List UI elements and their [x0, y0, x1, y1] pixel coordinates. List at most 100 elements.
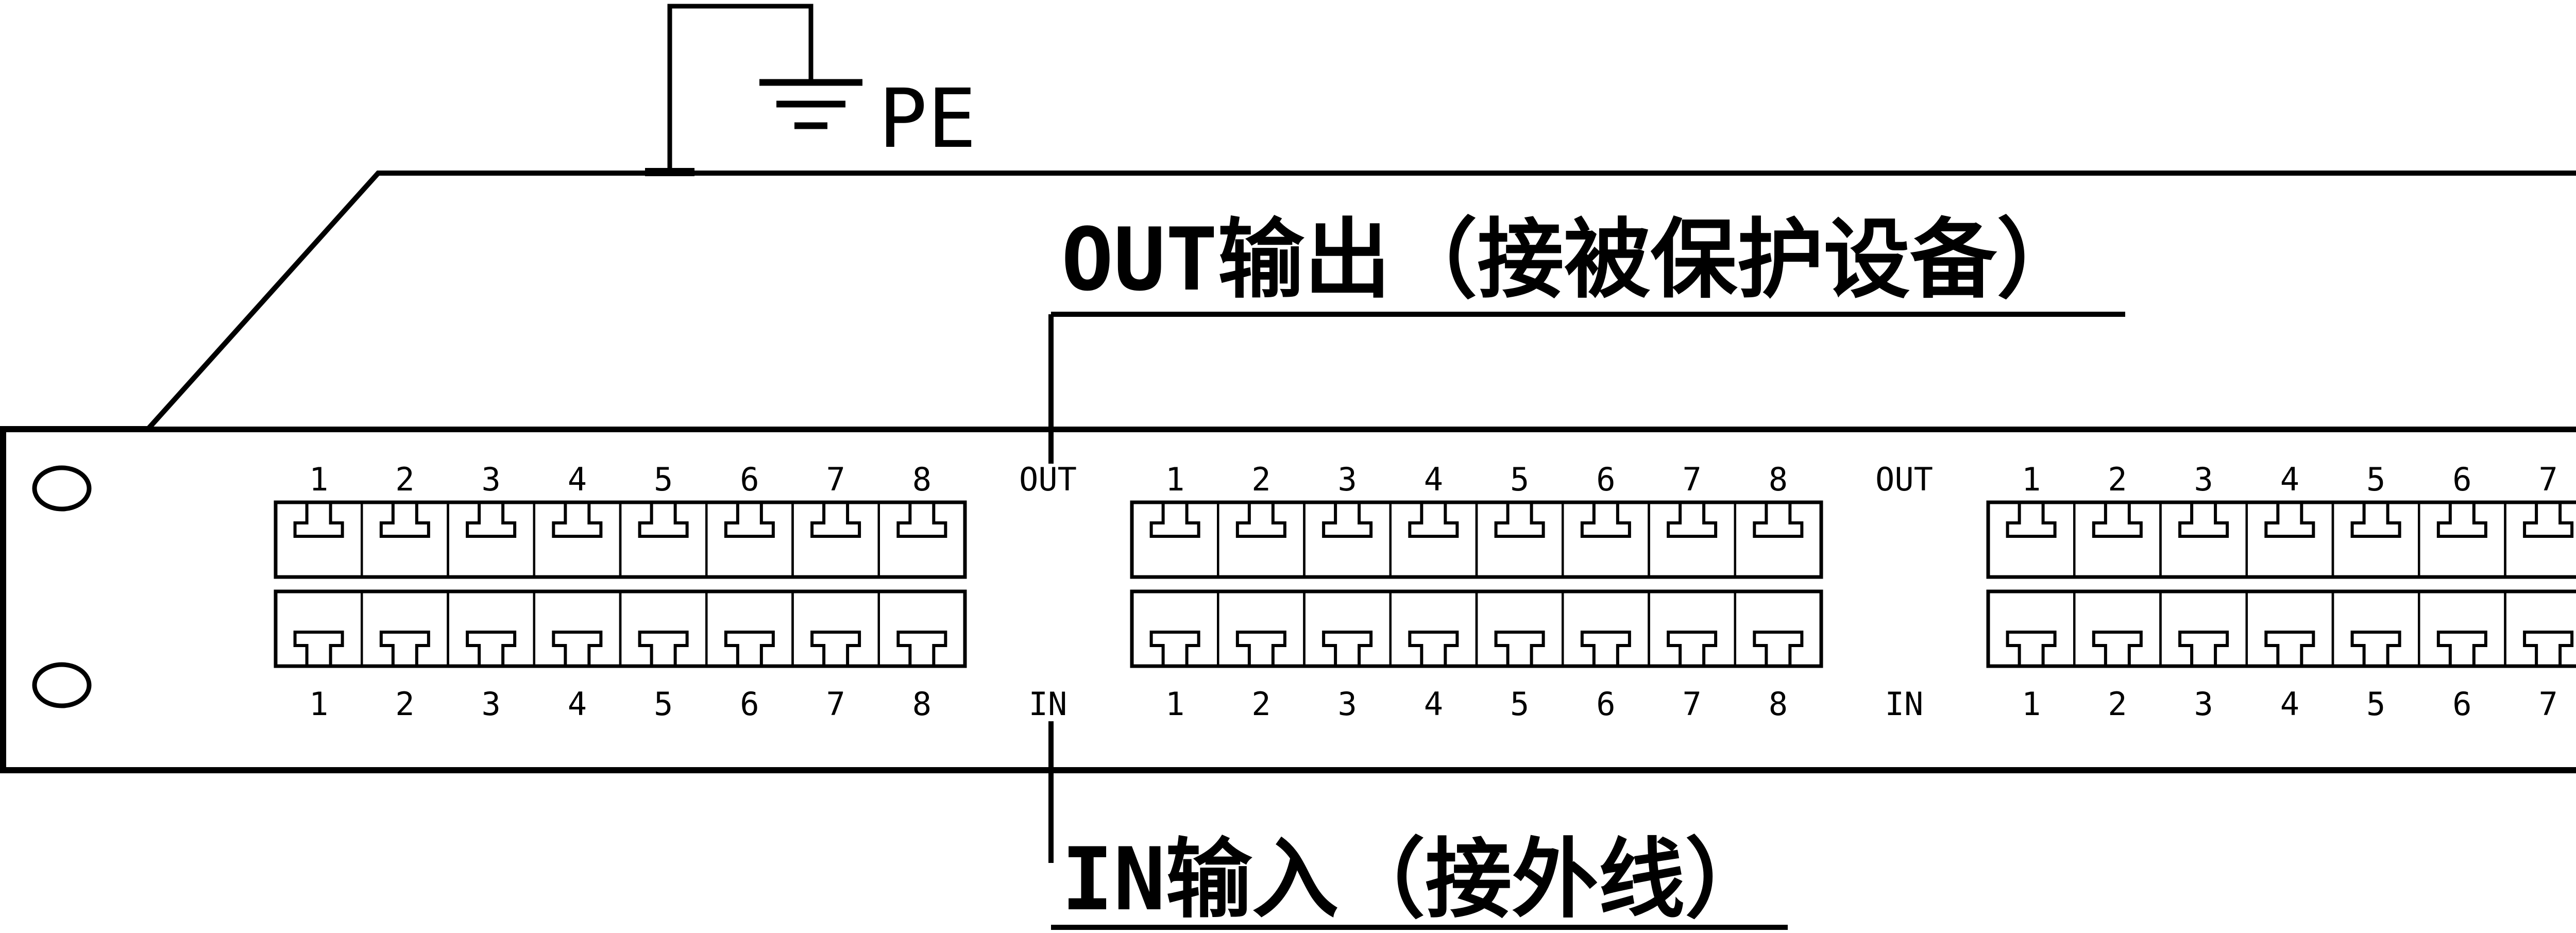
rj45-latch-notch	[1408, 502, 1459, 538]
port-strip-bottom	[1986, 589, 2576, 668]
port-number: 6	[1596, 461, 1615, 498]
rj45-latch-notch	[2436, 502, 2487, 538]
port-number: 7	[1682, 685, 1701, 723]
port-number: 1	[1165, 461, 1184, 498]
port-number: 5	[1510, 461, 1529, 498]
port-number: 7	[826, 461, 845, 498]
rj45-latch-notch	[1753, 502, 1804, 538]
port-number: 2	[395, 461, 414, 498]
port-number: 8	[912, 685, 931, 723]
port-number: 5	[1510, 685, 1529, 723]
port-number: 3	[2194, 461, 2213, 498]
rj45-latch-notch	[1149, 631, 1200, 666]
rj45-latch-notch	[2006, 631, 2057, 666]
port-number: 3	[2194, 685, 2213, 723]
mounting-hole	[32, 465, 92, 512]
rj45-latch-notch	[2436, 631, 2487, 666]
port-number: 8	[1769, 461, 1788, 498]
rj45-latch-notch	[810, 631, 861, 666]
rj45-latch-notch	[810, 502, 861, 538]
rj45-latch-notch	[2178, 502, 2229, 538]
port-number: 1	[2022, 461, 2041, 498]
rj45-latch-notch	[466, 502, 517, 538]
in-row-label: IN	[1029, 685, 1067, 723]
port-number: 2	[1251, 461, 1270, 498]
rj45-latch-notch	[2523, 631, 2574, 666]
port-field: 1234567812345678123456781234567812345678…	[274, 461, 2576, 723]
rj45-latch-notch	[2264, 631, 2315, 666]
rj45-latch-notch	[724, 631, 775, 666]
out-row-label: OUT	[1019, 461, 1077, 498]
rj45-latch-notch	[1235, 502, 1286, 538]
port-number: 2	[2108, 461, 2127, 498]
port-number: 4	[1424, 461, 1443, 498]
port-number: 2	[2108, 685, 2127, 723]
chassis-top-face	[142, 171, 2576, 432]
mounting-hole	[32, 662, 92, 708]
out-row-label: OUT	[1875, 461, 1933, 498]
port-number: 3	[1337, 461, 1357, 498]
rj45-latch-notch	[293, 631, 344, 666]
port-number: 3	[1337, 685, 1357, 723]
ground-symbol: PE	[645, 4, 976, 176]
rj45-latch-notch	[1408, 631, 1459, 666]
rj45-latch-notch	[379, 502, 430, 538]
port-strip-top	[1986, 500, 2576, 579]
port-number: 6	[2452, 461, 2471, 498]
rj45-latch-notch	[379, 631, 430, 666]
rj45-latch-notch	[1494, 631, 1545, 666]
port-number: 3	[481, 461, 500, 498]
port-number: 4	[568, 461, 587, 498]
rj45-latch-notch	[2006, 502, 2057, 538]
port-number: 6	[740, 685, 759, 723]
port-number: 5	[654, 461, 673, 498]
rj45-latch-notch	[724, 502, 775, 538]
port-number: 6	[2452, 685, 2471, 723]
out-callout: OUT输出（接被保护设备）	[1048, 209, 2125, 464]
port-number: 1	[309, 685, 328, 723]
port-number: 7	[1682, 461, 1701, 498]
port-number: 4	[2280, 685, 2299, 723]
in-row-label: IN	[1885, 685, 1924, 723]
port-number: 1	[2022, 685, 2041, 723]
port-number: 8	[912, 461, 931, 498]
rj45-latch-notch	[1494, 502, 1545, 538]
rj45-latch-notch	[293, 502, 344, 538]
port-number: 2	[1251, 685, 1270, 723]
port-number: 1	[1165, 685, 1184, 723]
left-mounting-ear	[32, 465, 92, 708]
rj45-latch-notch	[1149, 502, 1200, 538]
in-callout-text: IN输入（接外线）	[1061, 829, 1771, 930]
port-number: 7	[2538, 461, 2557, 498]
port-number: 1	[309, 461, 328, 498]
rj45-latch-notch	[1322, 631, 1373, 666]
port-number: 5	[2366, 685, 2385, 723]
rj45-latch-notch	[2523, 502, 2574, 538]
rj45-latch-notch	[1580, 502, 1631, 538]
rj45-latch-notch	[896, 502, 947, 538]
rj45-latch-notch	[1667, 502, 1718, 538]
port-number: 7	[826, 685, 845, 723]
rj45-port	[877, 501, 967, 579]
port-number: 4	[1424, 685, 1443, 723]
rj45-latch-notch	[552, 502, 603, 538]
out-callout-text: OUT输出（接被保护设备）	[1061, 209, 2083, 310]
rj45-port	[2504, 501, 2576, 579]
rj45-port	[1734, 590, 1823, 668]
rj45-latch-notch	[1753, 631, 1804, 666]
rj45-latch-notch	[552, 631, 603, 666]
port-number: 6	[1596, 685, 1615, 723]
pe-label: PE	[878, 72, 976, 166]
rj45-port	[877, 590, 967, 668]
rj45-latch-notch	[638, 502, 689, 538]
port-number: 5	[2366, 461, 2385, 498]
rj45-latch-notch	[1235, 631, 1286, 666]
rj45-latch-notch	[2350, 502, 2401, 538]
rj45-port	[2504, 590, 2576, 668]
rj45-latch-notch	[2092, 502, 2143, 538]
rj45-latch-notch	[1667, 631, 1718, 666]
